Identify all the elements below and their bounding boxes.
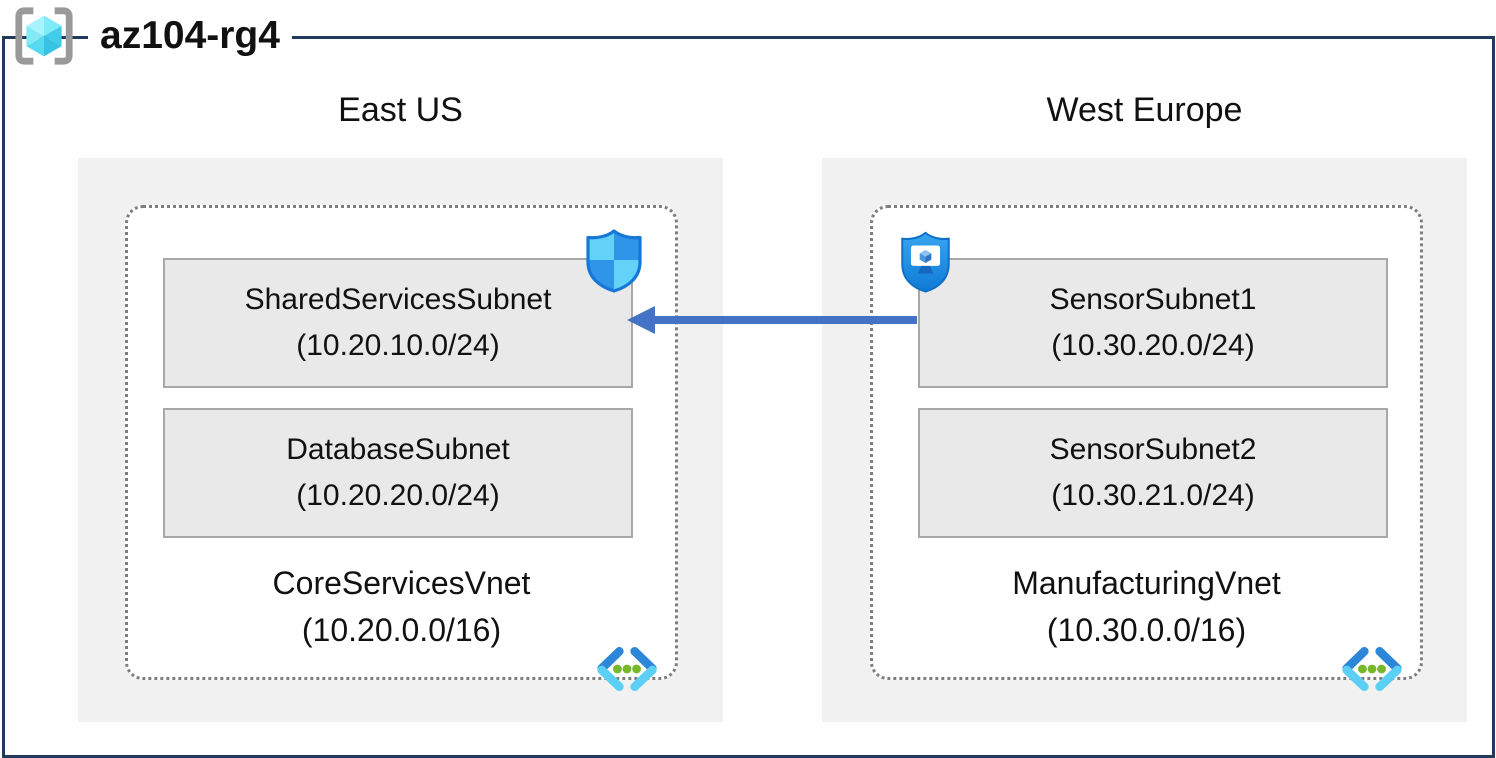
subnet-databasesubnet: DatabaseSubnet (10.20.20.0/24) (163, 408, 633, 538)
vnet-cidr: (10.30.0.0/16) (1046, 612, 1247, 648)
resource-group-title: az104-rg4 (88, 11, 292, 61)
peering-arrow (627, 306, 917, 334)
vnet-box-manufacturingvnet: SensorSubnet1 (10.30.20.0/24) SensorSubn… (870, 205, 1423, 691)
region-label-east-us: East US (338, 91, 463, 129)
asg-shield-icon (901, 231, 950, 293)
vnet-icon (597, 647, 657, 691)
vnet-label-manufacturingvnet: ManufacturingVnet (10.30.0.0/16) (873, 560, 1420, 654)
vnet-label-coreservicesvnet: CoreServicesVnet (10.20.0.0/16) (128, 560, 675, 654)
resource-group-icon (15, 7, 73, 65)
nsg-shield-icon (586, 229, 642, 293)
vnet-name: CoreServicesVnet (272, 565, 531, 601)
subnet-cidr: (10.30.21.0/24) (1051, 479, 1255, 512)
subnet-sensorsubnet2: SensorSubnet2 (10.30.21.0/24) (918, 408, 1388, 538)
region-label-west-europe: West Europe (1046, 91, 1243, 129)
subnet-name: SensorSubnet2 (1049, 433, 1257, 466)
subnet-cidr: (10.20.10.0/24) (296, 329, 500, 362)
subnet-name: DatabaseSubnet (286, 433, 510, 466)
vnet-name: ManufacturingVnet (1012, 565, 1281, 601)
subnet-cidr: (10.30.20.0/24) (1051, 329, 1255, 362)
vnet-cidr: (10.20.0.0/16) (301, 612, 502, 648)
resource-group-frame (2, 36, 1495, 758)
subnet-cidr: (10.20.20.0/24) (296, 479, 500, 512)
subnet-name: SharedServicesSubnet (244, 283, 552, 316)
vnet-icon (1342, 647, 1402, 691)
subnet-name: SensorSubnet1 (1049, 283, 1257, 316)
subnet-sharedservicessubnet: SharedServicesSubnet (10.20.10.0/24) (163, 258, 633, 388)
subnet-sensorsubnet1: SensorSubnet1 (10.30.20.0/24) (918, 258, 1388, 388)
vnet-box-coreservicesvnet: SharedServicesSubnet (10.20.10.0/24) Dat… (125, 205, 678, 691)
